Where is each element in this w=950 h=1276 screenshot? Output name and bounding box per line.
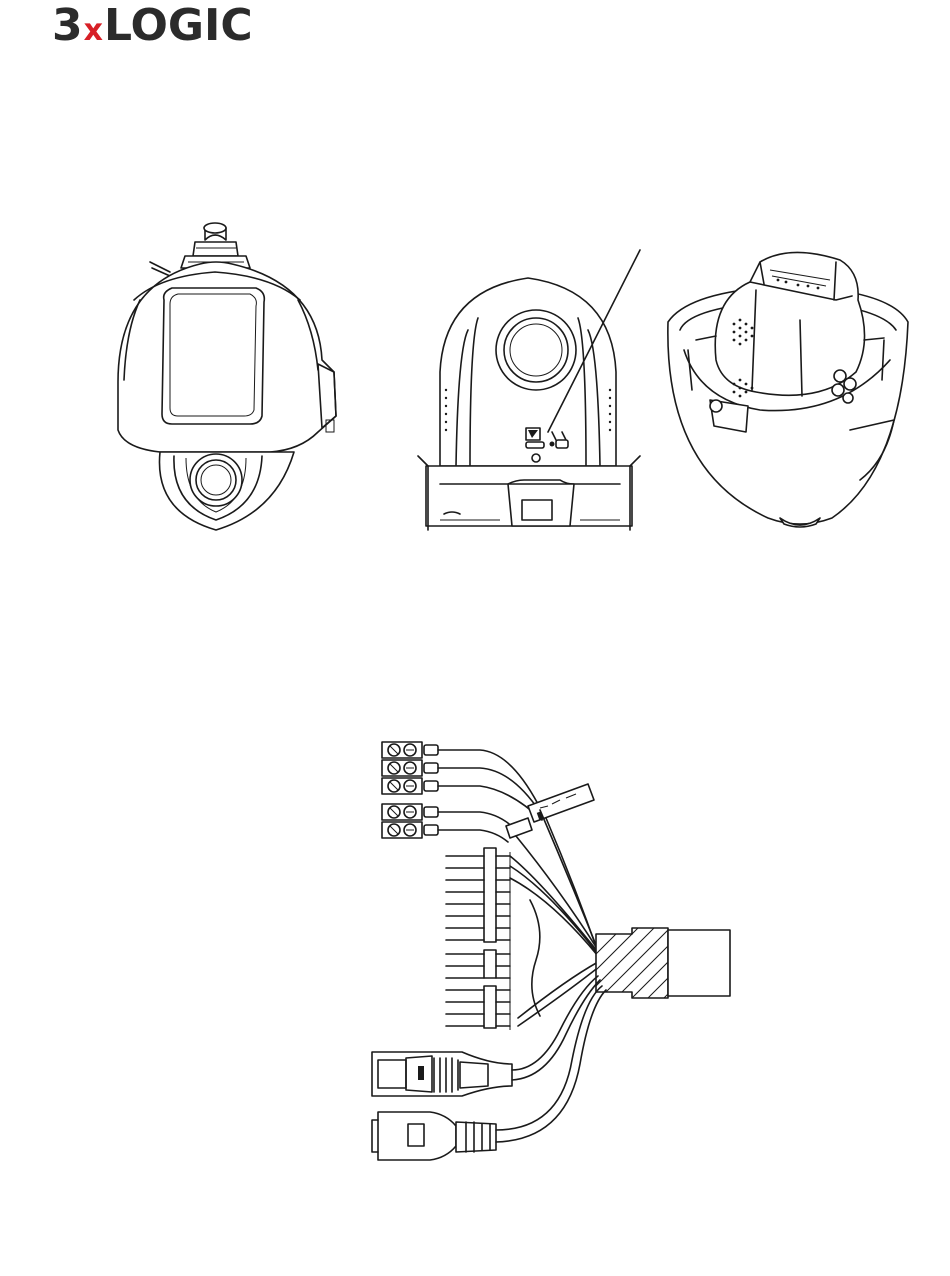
cable-sleeve-icon [590,910,730,998]
pin-header-icon [446,848,510,1030]
cable-harness-icon [372,742,730,1160]
camera-reset-panel-icon [418,250,640,530]
ptz-dome-camera-icon [118,223,336,530]
terminal-block-icon [382,742,438,838]
open-dome-housing-icon [668,252,908,527]
